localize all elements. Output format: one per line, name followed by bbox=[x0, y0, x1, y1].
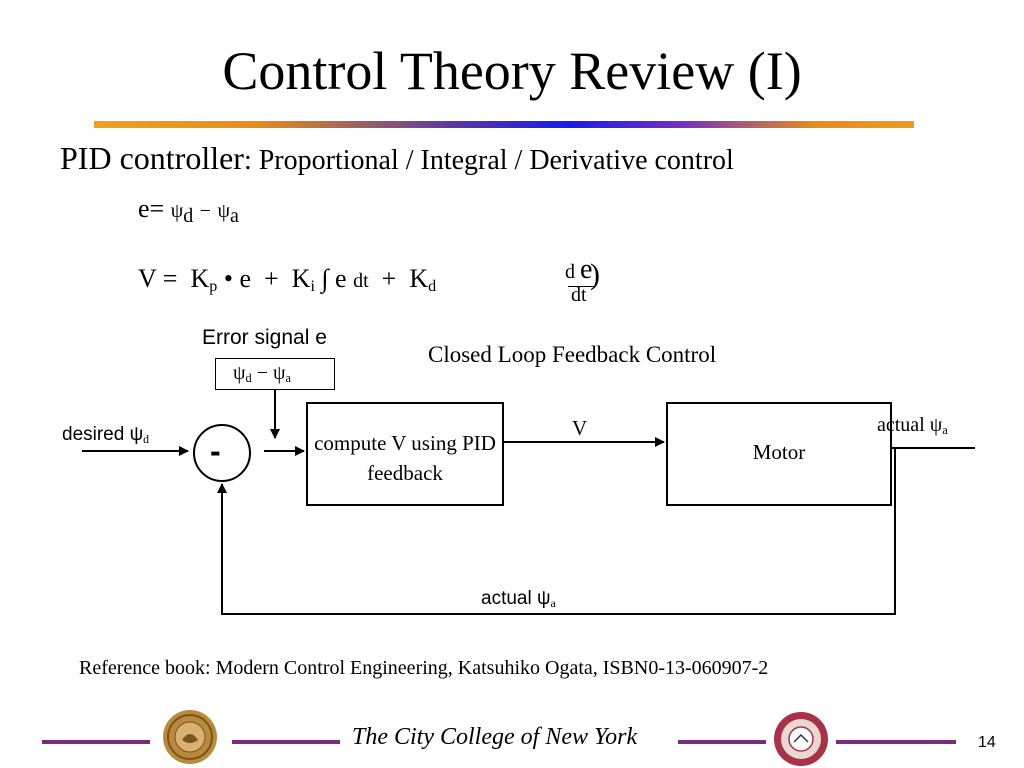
pid-heading-desc: : Proportional / Integral / Derivative c… bbox=[243, 145, 734, 176]
derivative-denominator: dt bbox=[571, 284, 587, 306]
footer-institution: The City College of New York bbox=[352, 724, 638, 750]
error-expression-box bbox=[215, 358, 335, 390]
minus-sign: − bbox=[199, 200, 212, 222]
d-symbol: d bbox=[565, 261, 575, 283]
e-symbol: e bbox=[335, 264, 347, 293]
psi-symbol: ψ bbox=[217, 200, 231, 222]
sub-p: p bbox=[209, 278, 218, 296]
pid-heading-main: PID controller bbox=[60, 140, 244, 176]
dot-operator: • bbox=[223, 264, 233, 293]
actual-output-label: actual ψa bbox=[877, 414, 948, 438]
feedback-label: actual ψa bbox=[481, 588, 556, 611]
robotics-lab-logo-icon bbox=[774, 712, 828, 766]
e-symbol: e bbox=[239, 264, 251, 293]
error-eq-lhs: e= bbox=[138, 194, 165, 223]
k-symbol: K bbox=[409, 264, 429, 293]
title-underline-bar bbox=[94, 121, 914, 128]
plus-sign: + bbox=[263, 264, 279, 293]
sub-a: a bbox=[285, 371, 292, 386]
closing-paren: ) bbox=[590, 258, 600, 291]
sub-d: d bbox=[143, 432, 150, 446]
sub-a: a bbox=[230, 205, 239, 227]
desired-label: desired ψd bbox=[62, 424, 149, 447]
sub-a: a bbox=[550, 596, 556, 610]
motor-block-label: Motor bbox=[752, 440, 806, 464]
control-equation: V = Kp • e + Ki ∫ e dt + Kd bbox=[138, 264, 436, 296]
sub-i: i bbox=[310, 278, 315, 296]
sub-d: d bbox=[428, 278, 437, 296]
k-symbol: K bbox=[291, 264, 311, 293]
pid-block bbox=[306, 402, 504, 506]
psi-symbol: ψ bbox=[273, 362, 286, 384]
minus-sign: − bbox=[256, 362, 269, 384]
desired-text: desired ψ bbox=[62, 424, 144, 445]
k-symbol: K bbox=[190, 264, 210, 293]
psi-symbol: ψ bbox=[233, 362, 246, 384]
sub-d: d bbox=[183, 205, 194, 227]
slide-title: Control Theory Review (I) bbox=[222, 41, 802, 101]
dt-symbol: dt bbox=[353, 270, 369, 292]
e-symbol: e bbox=[580, 254, 593, 285]
error-expression: actual ψψd − ψa bbox=[233, 362, 291, 386]
pid-heading: PID controller: Proportional / Integral … bbox=[60, 140, 734, 177]
page-number: 14 bbox=[978, 734, 996, 751]
fraction-bar bbox=[568, 286, 594, 287]
v-eq-lhs: V = bbox=[138, 264, 178, 293]
error-signal-label: Error signal e bbox=[202, 326, 327, 349]
v-signal-label: V bbox=[572, 416, 588, 440]
summing-junction bbox=[193, 424, 251, 482]
plus-sign: + bbox=[381, 264, 397, 293]
closed-loop-title: Closed Loop Feedback Control bbox=[428, 342, 717, 367]
pid-block-label: compute V using PID feedback bbox=[314, 431, 496, 485]
actual-text: actual ψ bbox=[877, 414, 943, 436]
actual-text: actual ψ bbox=[481, 588, 551, 609]
error-equation: e= ψd − ψa bbox=[138, 194, 239, 228]
ccny-seal-icon bbox=[163, 710, 217, 764]
sub-d: d bbox=[245, 371, 252, 386]
feedback-path bbox=[217, 448, 896, 615]
summing-symbol: - bbox=[210, 433, 221, 469]
derivative-numerator: d e bbox=[565, 254, 592, 286]
motor-block bbox=[666, 402, 892, 506]
sub-a: a bbox=[942, 423, 948, 438]
reference-line: Reference book: Modern Control Engineeri… bbox=[79, 657, 769, 679]
integral-sign: ∫ bbox=[321, 264, 329, 293]
psi-symbol: ψ bbox=[170, 200, 184, 222]
